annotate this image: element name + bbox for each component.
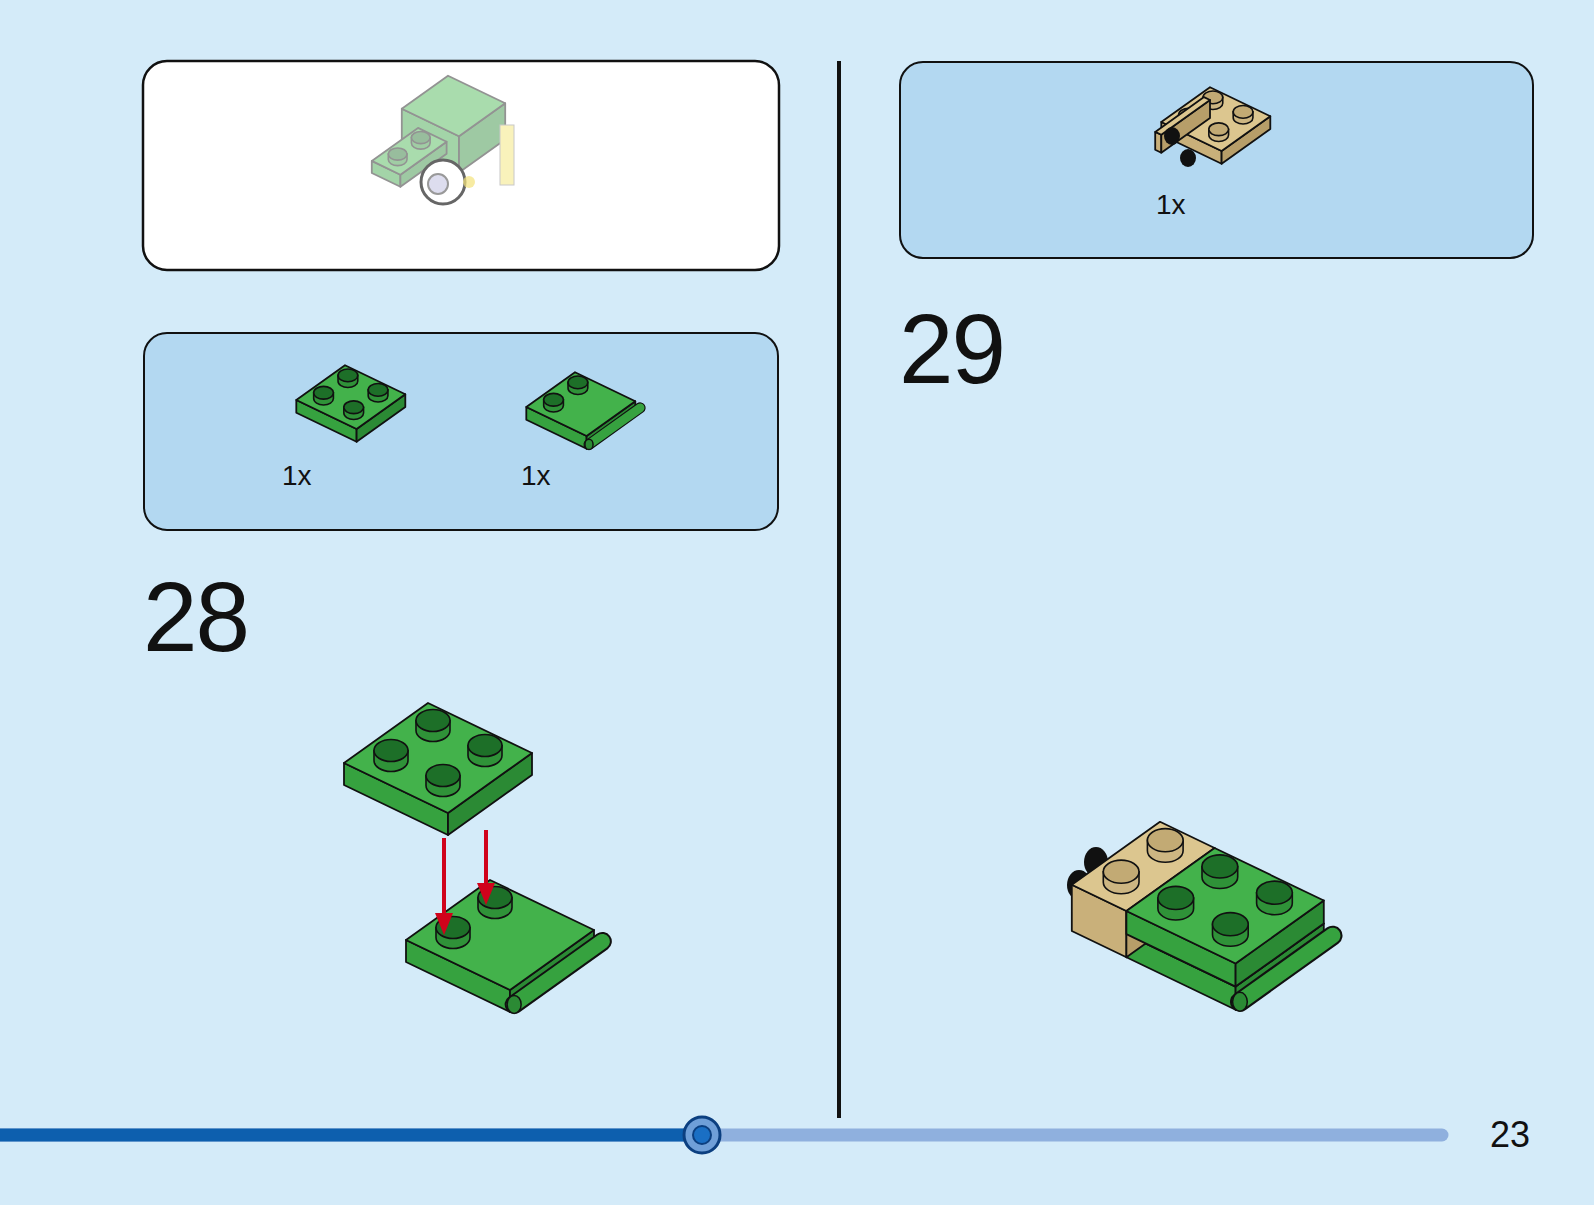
stud-top [374, 740, 408, 762]
preview-detail [500, 125, 514, 185]
stud-top [338, 369, 358, 382]
stud-top [1158, 886, 1194, 909]
stud-top [1202, 855, 1238, 878]
stud-top [314, 386, 334, 399]
brick-top [402, 76, 505, 137]
stud-top [416, 710, 450, 732]
handle-bar [589, 408, 640, 445]
side-stud [1164, 127, 1180, 145]
quantity-label: 1x [282, 462, 312, 490]
step28-base [406, 880, 602, 1013]
stud-top [368, 384, 388, 397]
step-number: 28 [143, 568, 248, 666]
side-stud [1180, 149, 1196, 167]
progress-knob [684, 1117, 720, 1153]
handle-bar [514, 941, 602, 1004]
preview-eye [428, 174, 448, 194]
arrow-head [477, 883, 495, 905]
preview-panel [143, 61, 779, 270]
parts-panel: 1x [899, 61, 1534, 259]
preview-detail [463, 176, 475, 188]
handle-end [507, 995, 521, 1013]
brick-top [296, 365, 405, 429]
stud-top [544, 393, 564, 406]
step29-model [1067, 822, 1333, 1011]
stud-top [1213, 913, 1249, 936]
arrow-shaft [442, 838, 446, 917]
parts-panel-fill [899, 61, 1534, 259]
parts-panel: 1x 1x [143, 332, 779, 531]
part-plate-handle [526, 372, 640, 449]
step28-plate [344, 703, 532, 835]
brick-top [344, 703, 532, 813]
divider [837, 61, 841, 1118]
stud-top [468, 735, 502, 757]
arrow-shaft [484, 830, 488, 887]
step-number: 29 [899, 300, 1004, 398]
stud-top [568, 376, 588, 389]
preview-panel-border [143, 61, 779, 270]
handle-end [585, 439, 593, 449]
quantity-label: 1x [1156, 191, 1186, 219]
stud-top [1257, 881, 1293, 904]
stud-top [388, 148, 407, 160]
arrow-head [435, 913, 453, 935]
preview-eye [421, 160, 465, 204]
quantity-label: 1x [521, 462, 551, 490]
part-tan-bracket [1155, 87, 1270, 164]
handle-bar [514, 941, 602, 1004]
brick-top [1155, 97, 1210, 135]
stud-top [1209, 123, 1229, 136]
handle-end [1233, 992, 1248, 1011]
page-number: 23 [1490, 1117, 1530, 1153]
progress-fill [0, 1129, 702, 1142]
stud-top [1147, 829, 1183, 852]
stud-top [411, 131, 430, 143]
stud-top [1103, 860, 1139, 883]
stud-top [1233, 106, 1253, 119]
parts-panel-fill [143, 332, 779, 531]
part-plate-2x2 [296, 365, 405, 442]
stud-top [426, 765, 460, 787]
progress-knob-core [693, 1126, 711, 1144]
handle-bar [589, 408, 640, 445]
stud-top [344, 401, 364, 414]
brick-top [1126, 848, 1323, 964]
